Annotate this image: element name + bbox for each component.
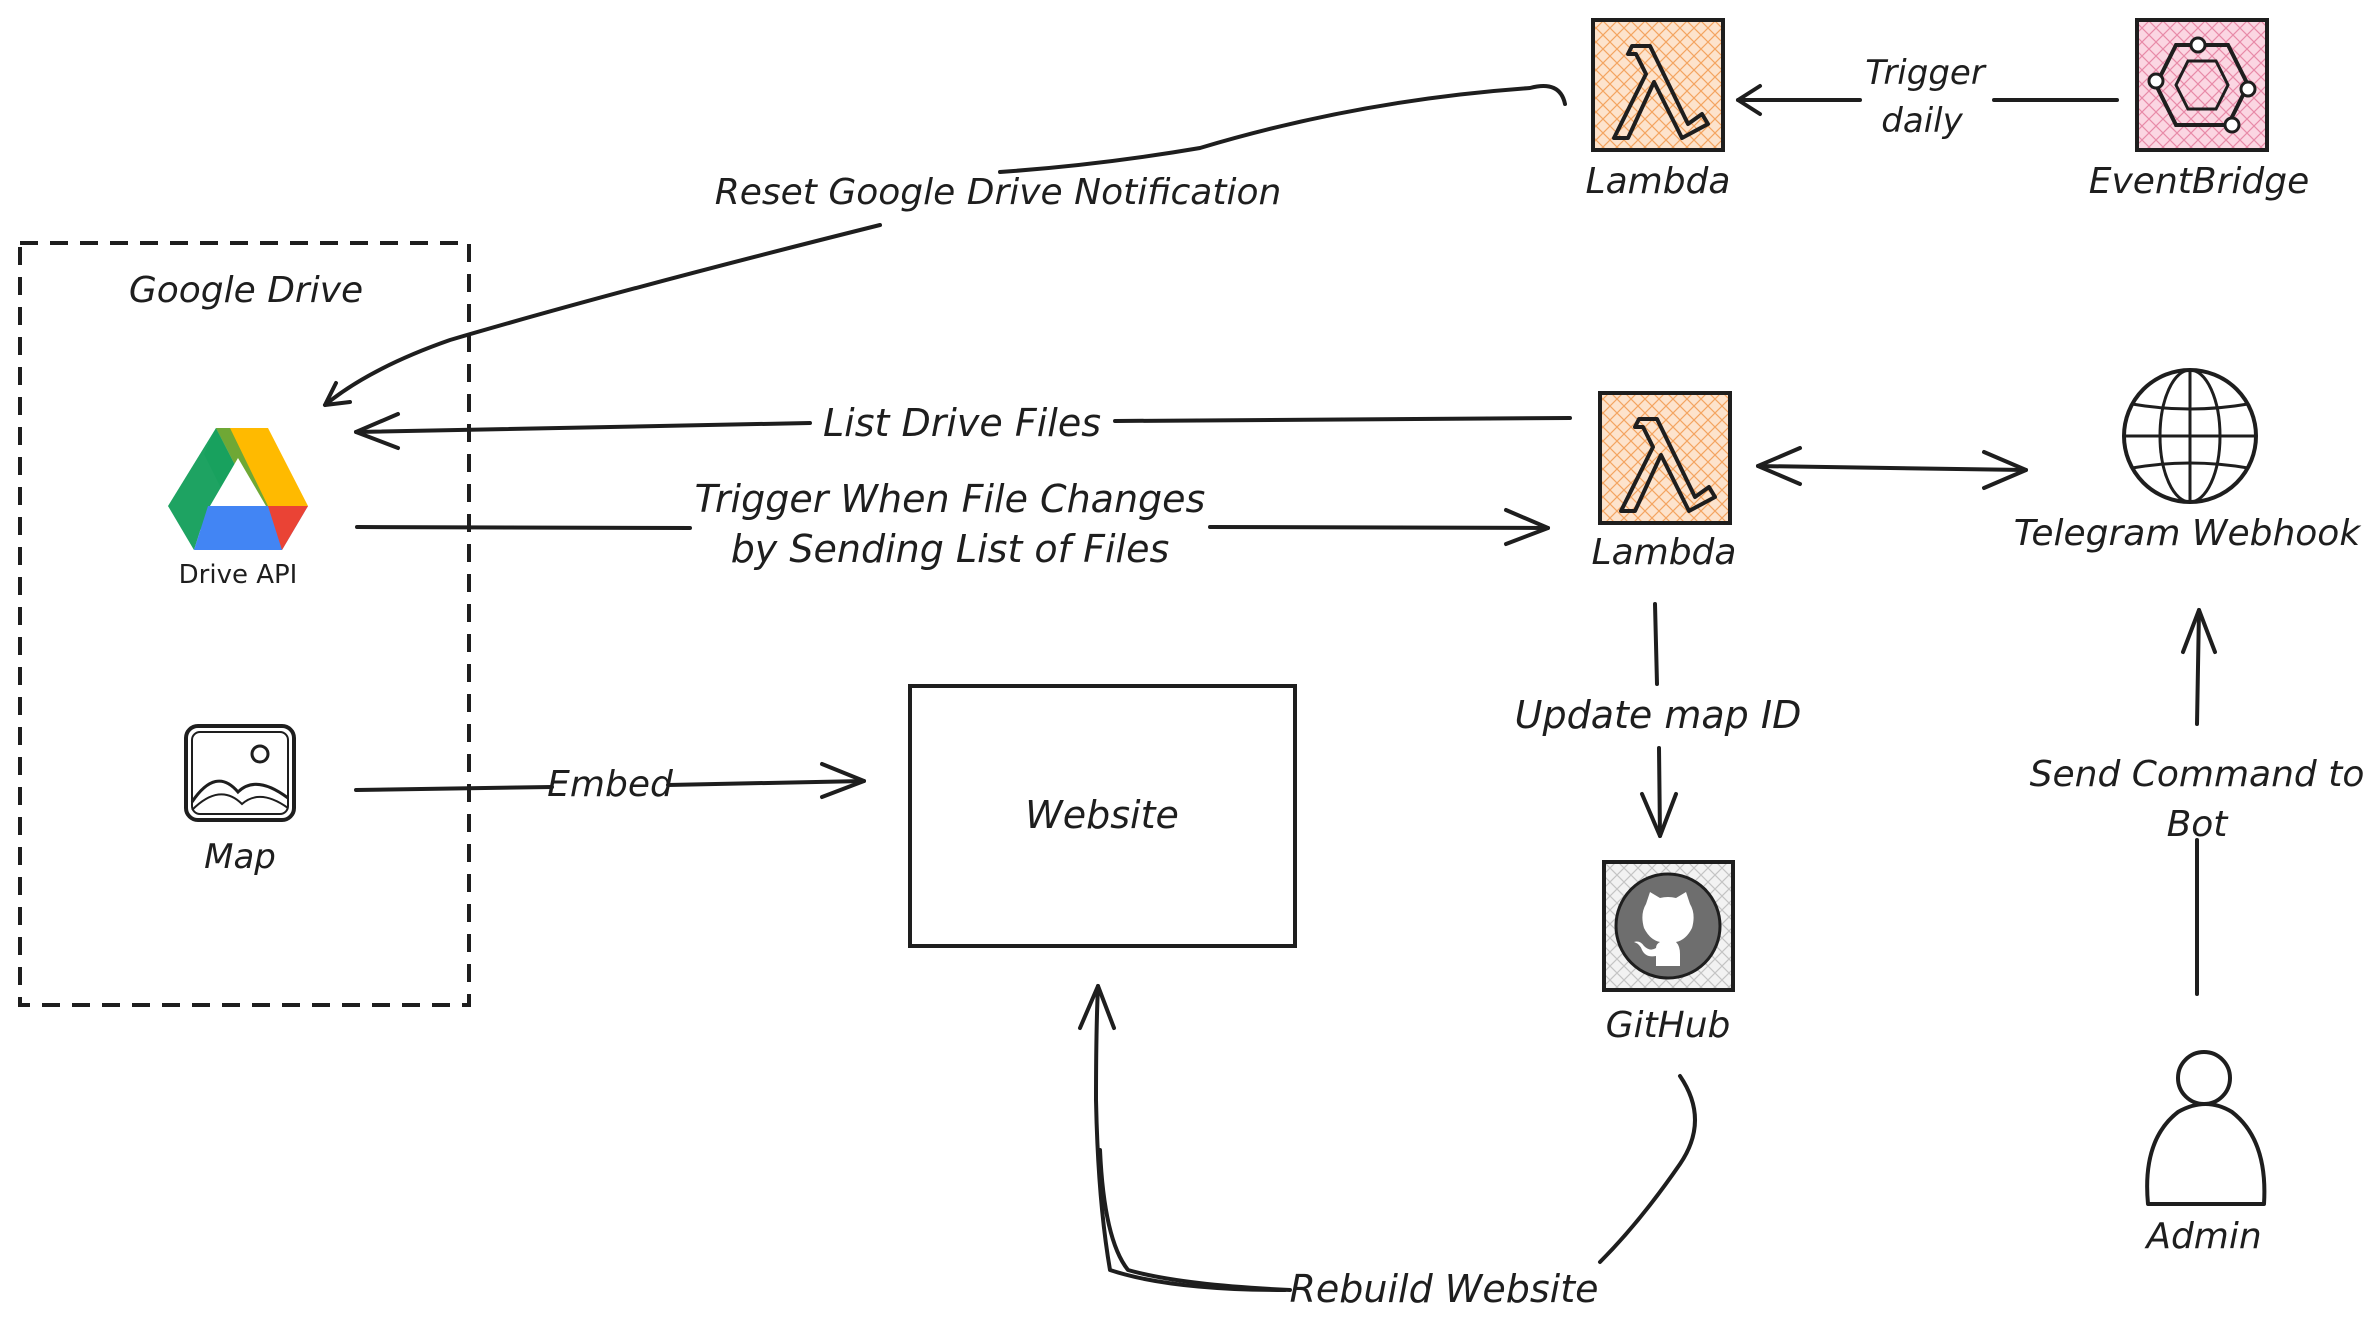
arrow-head (1078, 984, 1116, 1030)
edge-label-line1: Trigger (1865, 53, 1987, 93)
edge-line (1657, 746, 1662, 838)
github-node[interactable]: GitHub (1602, 860, 1735, 1046)
google-drive-group-border (18, 241, 471, 1007)
arrow-head (820, 762, 866, 799)
lambda-mid-box (1598, 391, 1732, 525)
map-node[interactable]: Map (184, 724, 296, 877)
edge-line (1598, 1074, 1697, 1264)
edge-list-drive-files: List Drive Files (354, 401, 1572, 450)
edge-trigger-daily: Trigger daily (1736, 53, 2119, 141)
edge-trigger-file-changes: Trigger When File Changes by Sending Lis… (355, 477, 1550, 571)
admin-label: Admin (2144, 1216, 2261, 1257)
image-icon (184, 724, 296, 822)
edge-line (1094, 984, 1287, 1292)
lambda-mid-node[interactable]: Lambda (1592, 391, 1737, 573)
edge-rebuild-website: Rebuild Website (1078, 984, 1697, 1311)
arrow-head (1982, 450, 2028, 490)
eventbridge-node[interactable]: EventBridge (2089, 18, 2309, 202)
eventbridge-icon (2147, 36, 2257, 134)
eventbridge-label: EventBridge (2089, 161, 2309, 202)
globe-icon (2122, 368, 2258, 504)
admin-node[interactable]: Admin (2144, 1050, 2267, 1257)
person-icon (2145, 1050, 2267, 1206)
lambda-top-box (1591, 18, 1725, 152)
lambda-top-node[interactable]: Lambda (1586, 18, 1731, 202)
arrow-head (2181, 608, 2217, 654)
website-box (908, 684, 1297, 948)
google-drive-group-label: Google Drive (129, 270, 363, 311)
edge-lambda-telegram (1756, 446, 2028, 490)
edge-label-line2: Bot (2167, 804, 2230, 845)
edge-line (1098, 1148, 1292, 1292)
drive-api-node[interactable]: Drive API (168, 428, 308, 590)
edge-update-map-id: Update map ID (1515, 602, 1802, 838)
website-node[interactable]: Website (908, 684, 1297, 948)
edge-label: Reset Google Drive Notification (715, 172, 1282, 213)
edge-label: Rebuild Website (1289, 1267, 1598, 1311)
edge-line (998, 84, 1567, 174)
drive-api-label: Drive API (179, 560, 298, 590)
google-drive-group: Google Drive (18, 241, 471, 1007)
edge-line (1756, 464, 2028, 472)
edge-line (2195, 608, 2201, 726)
google-drive-icon (168, 428, 308, 550)
edge-label-line2: daily (1881, 101, 1963, 141)
map-label: Map (204, 837, 276, 877)
edge-label: List Drive Files (823, 401, 1101, 445)
arrow-head (1736, 84, 1762, 116)
arrow-head (323, 381, 352, 407)
edge-label: Update map ID (1515, 693, 1802, 737)
edge-line (323, 223, 882, 407)
website-label: Website (1025, 793, 1179, 837)
edge-line (355, 525, 692, 530)
edge-line (1653, 602, 1659, 686)
edge-label-line1: Send Command to (2030, 754, 2365, 795)
edge-line (666, 779, 866, 787)
arrow-head (1756, 446, 1802, 486)
github-icon (1614, 872, 1722, 980)
lambda-top-label: Lambda (1586, 161, 1731, 202)
edge-line (1113, 416, 1572, 423)
telegram-webhook-label: Telegram Webhook (2014, 513, 2363, 554)
edge-reset-notification: Reset Google Drive Notification (323, 84, 1567, 407)
arrow-head (1504, 508, 1550, 546)
edge-line (1208, 525, 1550, 530)
edge-embed: Embed (354, 762, 866, 805)
github-label: GitHub (1606, 1005, 1731, 1046)
arrow-head (354, 412, 400, 450)
lambda-icon (1612, 44, 1710, 140)
edge-send-command: Send Command to Bot (2030, 608, 2365, 996)
edge-line (354, 421, 812, 434)
lambda-mid-label: Lambda (1592, 532, 1737, 573)
edge-label-line2: by Sending List of Files (731, 527, 1170, 571)
edge-label: Embed (547, 764, 674, 805)
edge-line (354, 785, 554, 792)
arrow-head (1640, 792, 1678, 838)
telegram-webhook-node[interactable]: Telegram Webhook (2014, 368, 2363, 554)
edge-label-line1: Trigger When File Changes (695, 477, 1206, 521)
lambda-icon (1619, 417, 1717, 513)
